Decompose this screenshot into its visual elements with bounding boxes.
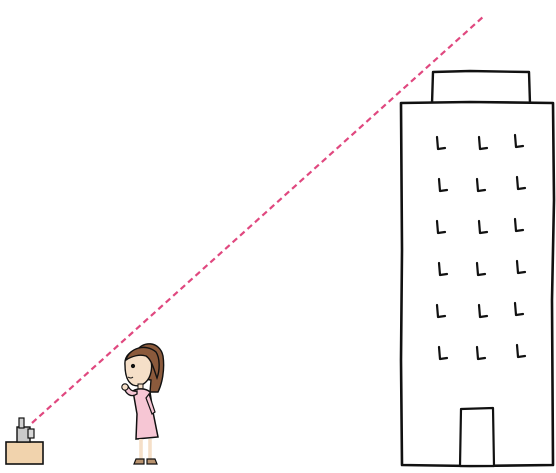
laser-sight-line bbox=[31, 15, 485, 424]
building-window bbox=[515, 175, 527, 191]
building-window bbox=[475, 261, 487, 277]
building-window bbox=[435, 135, 447, 151]
building-window bbox=[513, 217, 525, 233]
building-window bbox=[477, 303, 489, 319]
girl-hair-bangs bbox=[124, 346, 160, 380]
device-sight bbox=[18, 417, 25, 429]
building-window bbox=[513, 301, 525, 317]
device-stand-box bbox=[5, 441, 44, 465]
building-window bbox=[437, 345, 449, 361]
building-window bbox=[437, 261, 449, 277]
building-window bbox=[515, 343, 527, 359]
building-window bbox=[477, 135, 489, 151]
building-window bbox=[435, 219, 447, 235]
device-lens bbox=[27, 428, 35, 439]
girl-back-arm bbox=[145, 392, 156, 415]
building-window bbox=[437, 177, 449, 193]
girl-icon bbox=[121, 343, 165, 465]
girl-shoe-right bbox=[146, 458, 158, 465]
building-rooftop-box bbox=[430, 69, 532, 106]
building-windows bbox=[435, 133, 527, 361]
building-window bbox=[513, 133, 525, 149]
girl-eye bbox=[130, 363, 136, 369]
building bbox=[399, 69, 556, 468]
girl-dress bbox=[132, 388, 159, 440]
building-body bbox=[399, 100, 556, 468]
building-window bbox=[515, 259, 527, 275]
building-window bbox=[435, 303, 447, 319]
building-door bbox=[458, 406, 496, 468]
girl-shoe-left bbox=[133, 458, 145, 465]
girl-mouth bbox=[127, 376, 134, 379]
laser-rangefinder-icon bbox=[5, 417, 44, 465]
girl-hand bbox=[121, 383, 129, 391]
building-window bbox=[477, 219, 489, 235]
building-window bbox=[475, 177, 487, 193]
building-window bbox=[475, 345, 487, 361]
